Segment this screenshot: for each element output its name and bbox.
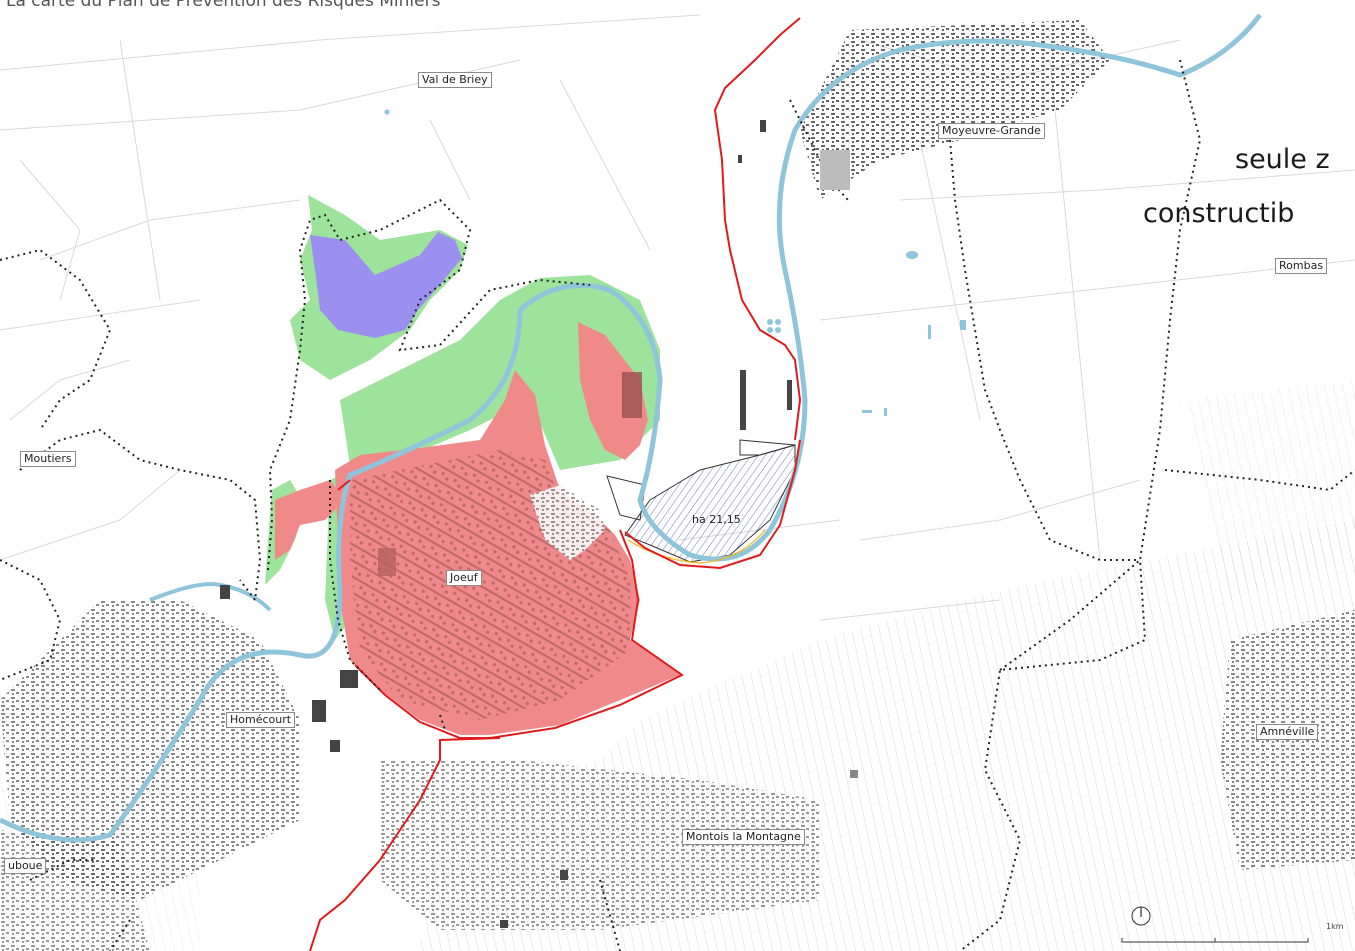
scale-bar-label: 1km [1326, 922, 1344, 931]
place-label-homecourt[interactable]: Homécourt [226, 712, 296, 728]
building-marks [220, 120, 858, 928]
urban-rombas-edge [1180, 380, 1355, 600]
urban-montois [380, 760, 820, 930]
red-boundary-lines [309, 17, 802, 951]
area-annotation: ha 21,15 [692, 513, 741, 526]
scale-bar-icon [1121, 938, 1309, 943]
place-label-joeuf[interactable]: Joeuf [446, 570, 482, 586]
place-label-montois-la-montagne[interactable]: Montois la Montagne [682, 829, 805, 845]
joeuf-building [378, 548, 396, 576]
river-branch-west [149, 582, 272, 612]
red-zone-industrial [578, 322, 648, 460]
urban-homecourt [0, 600, 300, 900]
place-label-amneville[interactable]: Amnéville [1256, 724, 1319, 740]
river-orne [0, 13, 1262, 843]
hatched-area [624, 444, 796, 563]
place-label-rombas[interactable]: Rombas [1275, 258, 1328, 274]
north-arrow-icon [1131, 906, 1151, 926]
hatched-area-north [739, 439, 796, 456]
place-label-moyeuvre-grande[interactable]: Moyeuvre-Grande [938, 123, 1045, 139]
red-zone-west [275, 480, 345, 560]
overlay-text-line-1: seule z [1235, 144, 1330, 175]
urban-moyeuvre [800, 20, 1110, 200]
water-bodies [384, 109, 966, 416]
blue-zone [310, 232, 462, 338]
place-label-auboue[interactable]: uboue [4, 858, 47, 874]
overlay-text-line-2: constructib [1143, 198, 1295, 229]
urban-amneville [1220, 610, 1355, 870]
place-label-moutiers[interactable]: Moutiers [20, 451, 76, 467]
page-title: La carte du Plan de Prévention des Risqu… [6, 0, 441, 11]
industrial-building [622, 372, 642, 418]
hatched-area-west [606, 475, 646, 521]
place-label-val-de-briey[interactable]: Val de Briey [418, 72, 492, 88]
